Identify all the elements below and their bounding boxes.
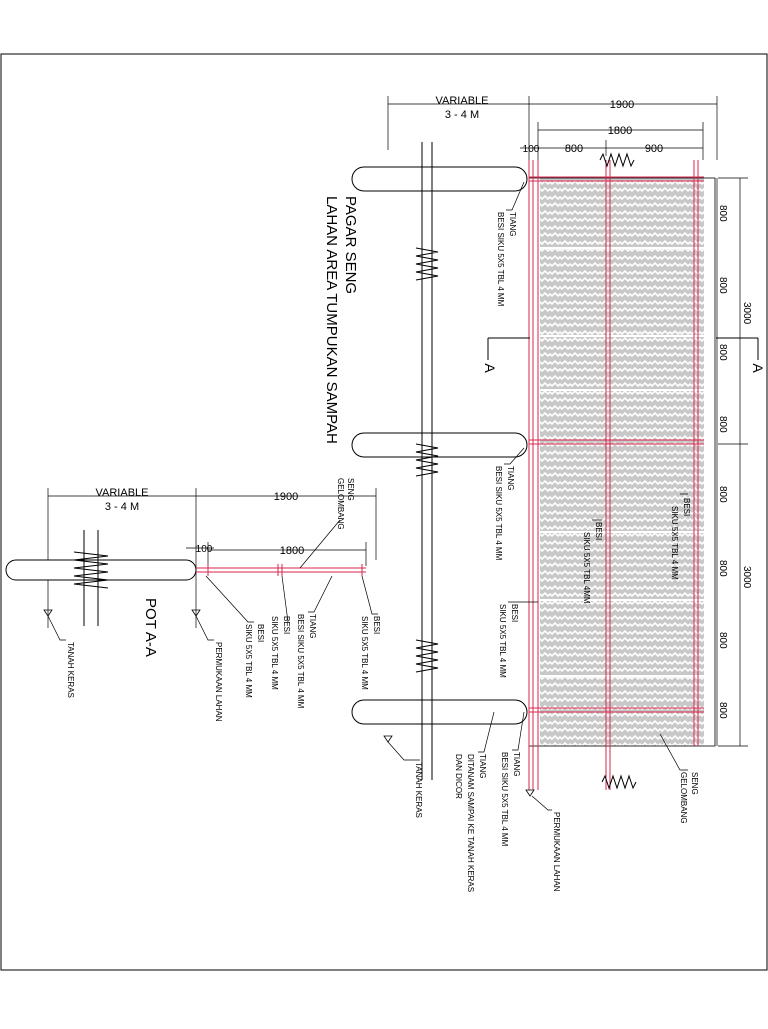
section-label-tanah-keras: TANAH KERAS <box>66 642 75 698</box>
rod-springs <box>415 247 439 673</box>
dim-3000-top: 3000 <box>741 302 752 325</box>
label-besi-3a: BESI <box>682 498 691 516</box>
section-spring <box>73 551 109 589</box>
elevation-title-line1: PAGAR SENG <box>342 196 359 294</box>
break-symbol-bottom <box>601 774 637 790</box>
dim-panel-800-6: 800 <box>717 560 728 577</box>
dim-panel-800-4: 800 <box>717 416 728 433</box>
label-tiang-4c: DAN DICOR <box>454 754 463 799</box>
section-label-besi-3b: SIKU 5X5 TBL 4 MM <box>270 616 279 690</box>
section-label-besi-3a: BESI <box>282 616 291 634</box>
dim-panel-800-7: 800 <box>717 632 728 649</box>
section-label-seng-a: SENG <box>346 478 355 501</box>
dim-900-label: 900 <box>645 143 663 155</box>
section-dim-100: 100 <box>196 544 213 555</box>
section-label-besi-1a: BESI <box>372 616 381 634</box>
sheet-border <box>0 53 768 971</box>
dim-panel-800-5: 800 <box>717 486 728 503</box>
label-besi-5a: BESI <box>510 604 519 622</box>
section-dim-1900: 1900 <box>274 491 298 503</box>
label-besi-5b: SIKU 5X5 TBL 4 MM <box>498 604 507 678</box>
dim-panel-800-2: 800 <box>717 277 728 294</box>
section-dim-variable: VARIABLE <box>96 487 149 499</box>
section-label-besi-2: BESI SIKU 5X5 TBL 4 MM <box>296 614 305 709</box>
post-middle <box>351 432 528 458</box>
break-symbol-top <box>599 152 635 168</box>
section-mark-left: A <box>482 363 498 373</box>
section-label-seng-b: GELOMBANG <box>336 478 345 530</box>
section-mark-right: A <box>750 363 766 373</box>
label-seng-b: GELOMBANG <box>679 772 688 824</box>
label-besi-6: BESI SIKU 5X5 TBL 4 MM <box>500 752 509 847</box>
label-seng-a: SENG <box>690 772 699 795</box>
dim-variable-range: 3 - 4 M <box>445 109 479 121</box>
post-top <box>351 166 528 192</box>
elevation-annotations: PAGAR SENG LAHAN AREA TUMPUKAN SAMPAH A … <box>323 181 766 892</box>
label-besi-4a: BESI <box>594 522 603 540</box>
section-dimensions <box>47 488 377 628</box>
dim-100-label: 100 <box>523 144 540 155</box>
dim-panel-800-3: 800 <box>717 344 728 361</box>
label-tiang-2: TIANG <box>506 466 515 490</box>
dimension-lines-right <box>716 177 748 747</box>
section-label-permukaan: PERMUKAAN LAHAN <box>214 642 223 722</box>
section-post <box>5 559 197 581</box>
label-tanah-keras: TANAH KERAS <box>414 762 423 818</box>
dim-variable-label: VARIABLE <box>436 95 489 107</box>
label-besi-1: BESI SIKU 5X5 TBL 4 MM <box>496 212 505 307</box>
dim-3000-bottom: 3000 <box>741 566 752 589</box>
fence-elevation: VARIABLE 3 - 4 M 1900 1800 100 800 900 <box>351 95 759 790</box>
section-leaders <box>47 519 378 641</box>
dim-800-label: 800 <box>565 143 583 155</box>
section-aa: VARIABLE 3 - 4 M 1900 1800 100 <box>5 478 381 722</box>
ground-markers <box>43 609 535 797</box>
fence-posts <box>351 166 528 725</box>
section-label-tiang: TIANG <box>308 614 317 638</box>
label-besi-3b: SIKU 5X5 TBL 4 MM <box>670 506 679 580</box>
leader-lines <box>387 181 688 811</box>
dim-panel-800-1: 800 <box>717 205 728 222</box>
label-tiang-3: TIANG <box>512 752 521 776</box>
label-permukaan-lahan: PERMUKAAN LAHAN <box>552 812 561 892</box>
label-tiang-4a: TIANG <box>478 754 487 778</box>
section-dim-1800: 1800 <box>280 545 304 557</box>
corrugated-sheet-panel <box>540 178 704 746</box>
steel-angle-frame <box>528 160 704 790</box>
section-dim-variable-range: 3 - 4 M <box>105 501 139 513</box>
label-tiang-1: TIANG <box>508 212 517 236</box>
label-besi-2: BESI SIKU 5X5 TBL 4 MM <box>494 466 503 561</box>
section-title: POT A-A <box>142 598 159 657</box>
dim-panel-800-8: 800 <box>717 702 728 719</box>
section-steel-frame <box>196 564 366 576</box>
dimension-lines-top <box>387 96 718 160</box>
label-besi-4b: SIKU 5X5 TBL 4MM <box>582 532 591 604</box>
panel-dividers <box>540 247 704 677</box>
elevation-title-line2: LAHAN AREA TUMPUKAN SAMPAH <box>323 196 340 444</box>
section-label-besi-alt-b: SIKU 5X5 TBL 4 MM <box>244 624 253 698</box>
label-tiang-4b: DITANAM SAMPAI KE TANAH KERAS <box>466 754 475 892</box>
dim-1800-label: 1800 <box>608 125 632 137</box>
post-bottom <box>351 699 528 725</box>
section-label-besi-1b: SIKU 5X5 TBL 4 MM <box>360 616 369 690</box>
section-line-a <box>487 337 759 360</box>
section-label-besi-alt-a: BESI <box>256 624 265 642</box>
dim-1900-label: 1900 <box>610 99 634 111</box>
